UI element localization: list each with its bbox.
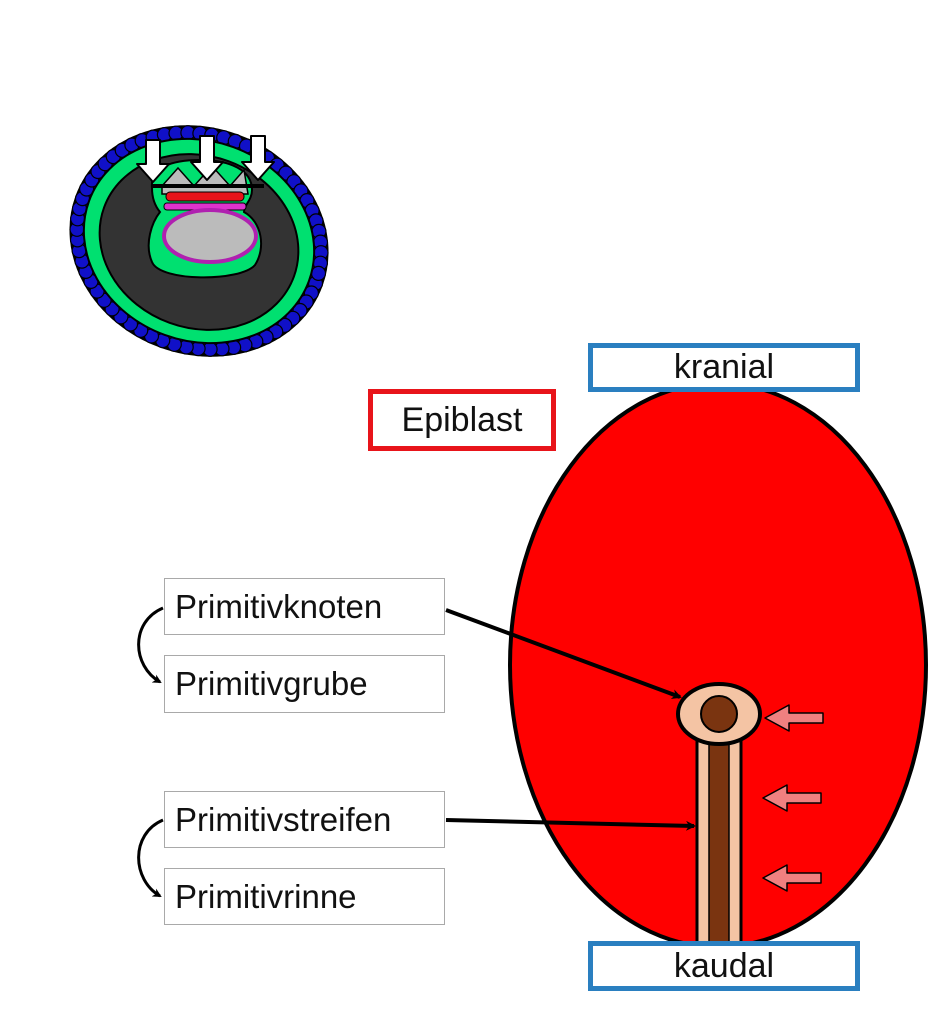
curved-arrow-streifen-rinne: [137, 818, 164, 898]
down-arrow-icon: [241, 135, 275, 181]
primitive-node-shape: [676, 682, 762, 746]
left-arrow-icon: [762, 864, 822, 892]
epiblast-thumb: [165, 191, 245, 202]
pointer-arrow-primitivknoten: [445, 608, 682, 699]
left-arrow-icon: [764, 704, 824, 732]
primitive-streak: [695, 736, 743, 952]
cell-migration-arrows: [762, 704, 824, 892]
left-arrow-icon: [762, 784, 822, 812]
view-direction-arrows: [136, 135, 275, 183]
curved-arrow-knoten-grube: [137, 606, 164, 684]
down-arrow-icon: [190, 135, 224, 181]
label-primitivstreifen: Primitivstreifen: [164, 791, 445, 848]
label-primitivknoten: Primitivknoten: [164, 578, 445, 635]
down-arrow-icon: [136, 139, 170, 183]
trophoblast-cell: [310, 265, 327, 281]
label-primitivrinne: Primitivrinne: [164, 868, 445, 925]
primitive-pit: [700, 695, 738, 733]
pointer-arrow-primitivstreifen: [445, 818, 696, 831]
label-kranial: kranial: [588, 343, 860, 392]
yolk-sac: [162, 208, 258, 264]
label-epiblast: Epiblast: [368, 389, 556, 451]
blastocyst-thumbnail: [69, 125, 329, 357]
label-primitivgrube: Primitivgrube: [164, 655, 445, 713]
primitive-groove: [708, 737, 730, 951]
label-kaudal: kaudal: [588, 941, 860, 991]
